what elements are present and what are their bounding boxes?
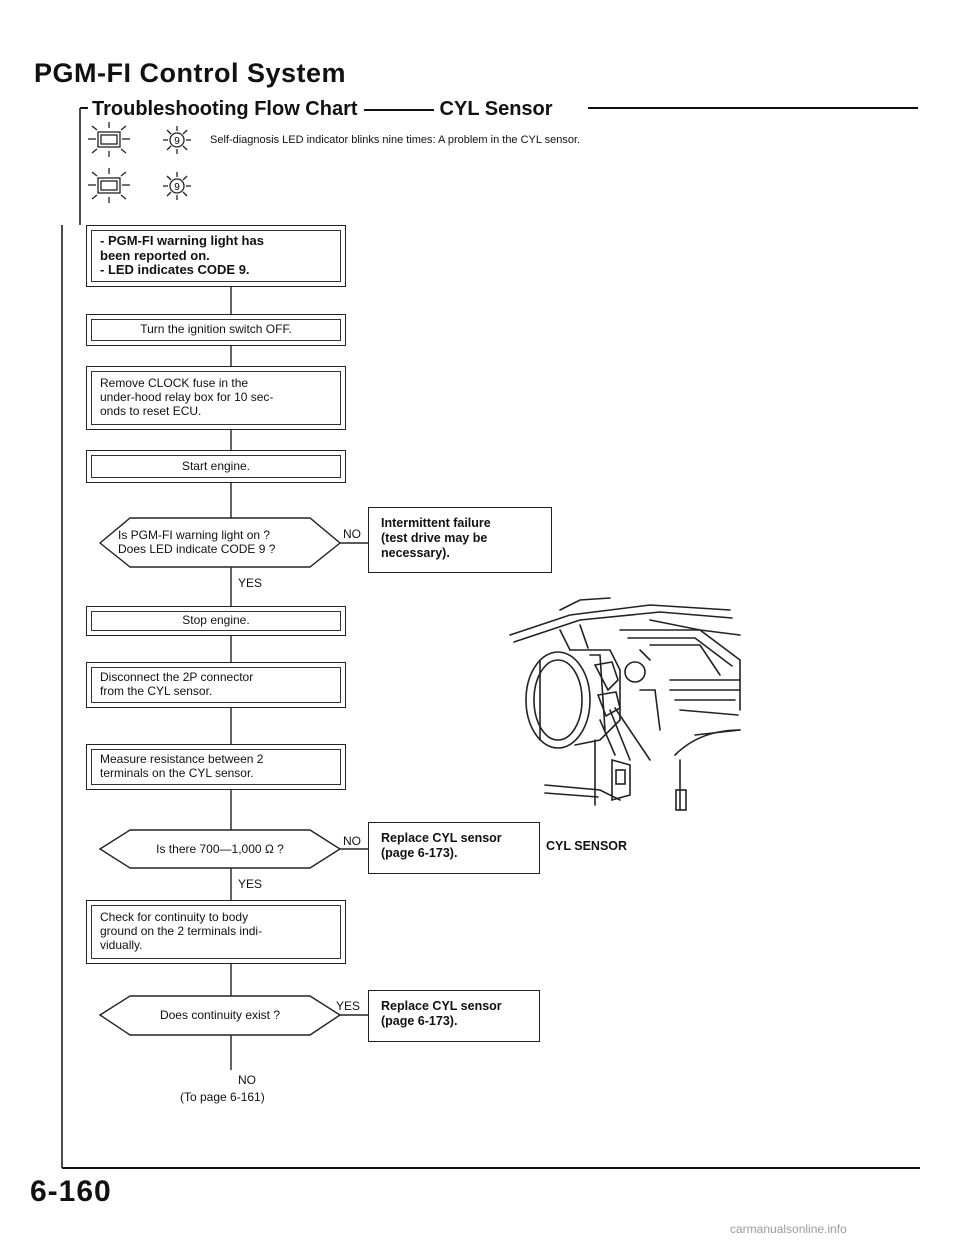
page-title: PGM-FI Control System [34,58,347,88]
step-check-continuity: Check for continuity to body ground on t… [86,900,346,964]
continue-to-page: (To page 6-161) [180,1090,265,1104]
indicator-caption: Self-diagnosis LED indicator blinks nine… [210,134,581,146]
outcome-replace-sensor-1: Replace CYL sensor (page 6-173). [368,822,540,874]
decision-continuity: Does continuity exist ? [159,1008,281,1022]
step-disconnect-text: Disconnect the 2P connector from the CYL… [100,670,254,698]
step-measure-text: Measure resistance between 2 terminals o… [100,752,264,780]
decision1-yes-label: YES [238,576,263,590]
cyl-sensor-label: CYL SENSOR [546,839,628,853]
section-title: Troubleshooting Flow Chart CYL Sensor [92,98,553,121]
step-disconnect: Disconnect the 2P connector from the CYL… [86,662,346,708]
step-ignition-off-text: Turn the ignition switch OFF. [140,322,292,337]
cyl-sensor-illustration [509,597,741,811]
section-name: CYL Sensor [439,98,553,120]
page-number: 6-160 [30,1175,112,1208]
decision2-no-label: NO [343,834,361,848]
outcome-replace-sensor-1-text: Replace CYL sensor (page 6-173). [381,831,502,860]
step-stop-engine: Stop engine. [86,606,346,636]
engine-check-icon [88,168,130,203]
step-check-continuity-text: Check for continuity to body ground on t… [100,910,263,952]
engine-check-icon [88,122,130,157]
outcome-intermittent-text: Intermittent failure (test drive may be … [381,516,491,560]
decision3-no-label: NO [238,1073,256,1087]
decision-warning-light: Is PGM-FI warning light on ? Does LED in… [118,528,276,557]
svg-text:9: 9 [174,182,180,193]
title-dash [363,108,434,111]
step-ignition-off: Turn the ignition switch OFF. [86,314,346,346]
decision3-yes-label: YES [336,999,361,1013]
svg-text:9: 9 [174,136,180,147]
step-start-engine: Start engine. [86,450,346,483]
decision2-yes-label: YES [238,877,263,891]
start-condition-box: - PGM-FI warning light has been reported… [86,225,346,287]
led-blink-icon: 9 [163,126,191,154]
step-start-engine-text: Start engine. [181,458,251,473]
watermark: carmanualsonline.info [730,1222,847,1236]
section-prefix: Troubleshooting Flow Chart [92,98,358,120]
outcome-replace-sensor-2: Replace CYL sensor (page 6-173). [368,990,540,1042]
step-stop-engine-text: Stop engine. [182,613,250,628]
outcome-intermittent: Intermittent failure (test drive may be … [368,507,552,573]
decision-resistance: Is there 700—1,000 Ω ? [156,842,284,856]
step-measure: Measure resistance between 2 terminals o… [86,744,346,790]
step-remove-fuse-text: Remove CLOCK fuse in the under-hood rela… [100,376,274,418]
led-blink-icon: 9 [163,172,191,200]
start-condition-text: - PGM-FI warning light has been reported… [100,232,264,278]
outcome-replace-sensor-2-text: Replace CYL sensor (page 6-173). [381,999,502,1028]
decision1-no-label: NO [343,527,361,541]
step-remove-fuse: Remove CLOCK fuse in the under-hood rela… [86,366,346,430]
